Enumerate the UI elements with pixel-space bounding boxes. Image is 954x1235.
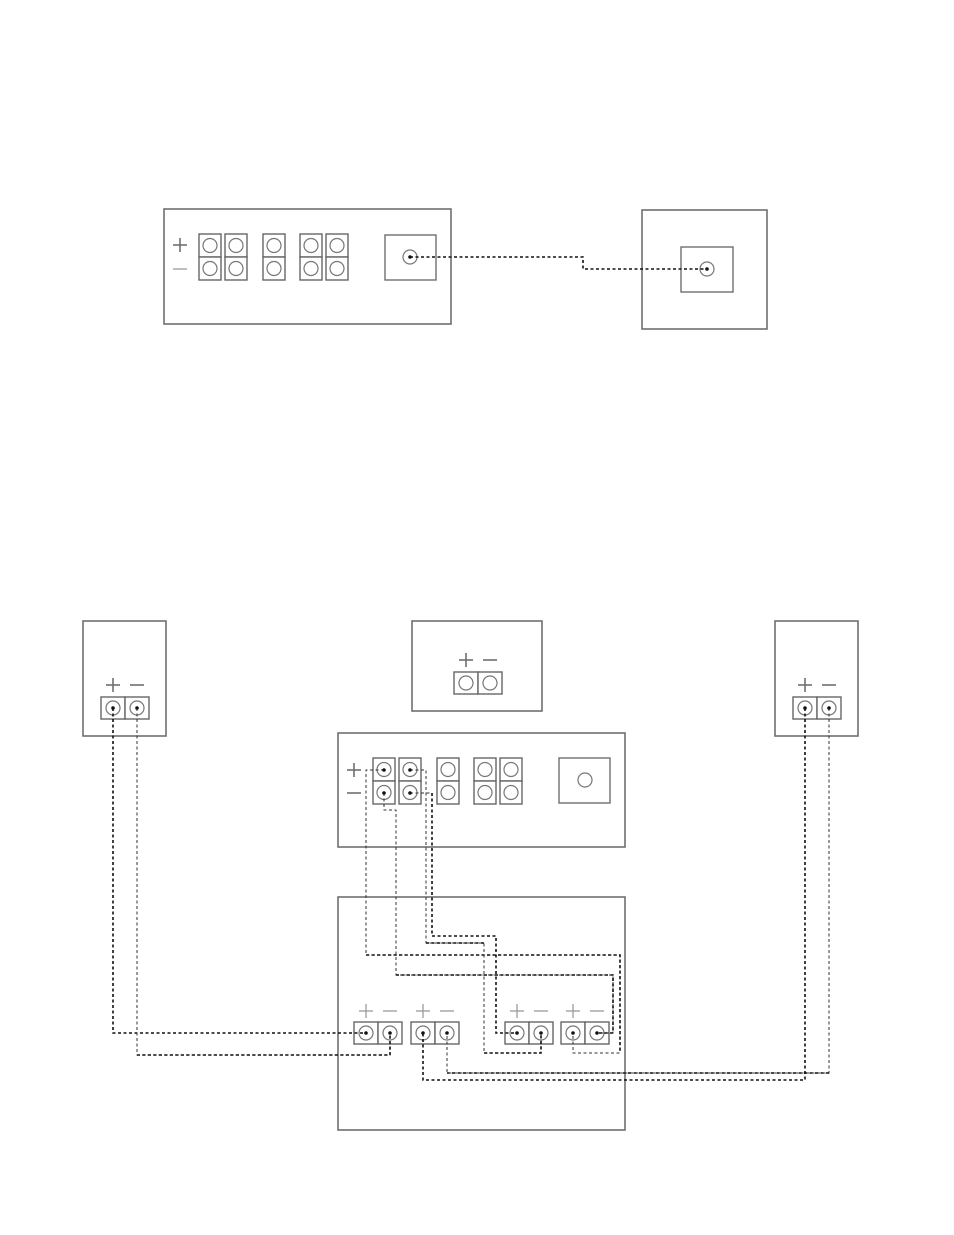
right-speaker: [775, 621, 858, 736]
amplifier-terminal-column: [373, 758, 395, 804]
amplifier-terminal-column: [225, 234, 247, 280]
amplifier-terminal-column: [399, 758, 421, 804]
amplifier-terminal-column: [263, 234, 285, 280]
amplifier-terminal-block: [199, 234, 348, 280]
amplifier-panel-bottom: [338, 733, 625, 847]
amplifier-terminal-column: [500, 758, 522, 804]
left-speaker: [83, 621, 166, 736]
speaker-terminals: [793, 697, 841, 719]
speaker-terminals: [101, 697, 149, 719]
amplifier-terminal-column: [437, 758, 459, 804]
amplifier-terminal-column: [300, 234, 322, 280]
amplifier-panel-top: [164, 209, 451, 324]
subwoofer-output-jack: [559, 758, 610, 803]
center-speaker: [412, 621, 542, 711]
subwoofer-panel: [642, 210, 767, 329]
top-figure: [164, 209, 767, 329]
bottom-figure: [83, 621, 858, 1130]
amplifier-terminal-column: [474, 758, 496, 804]
speaker-switch-box: [338, 897, 625, 1130]
speaker-terminals: [454, 672, 502, 694]
amplifier-terminal-block: [373, 758, 522, 804]
amplifier-terminal-column: [199, 234, 221, 280]
amplifier-terminal-column: [326, 234, 348, 280]
